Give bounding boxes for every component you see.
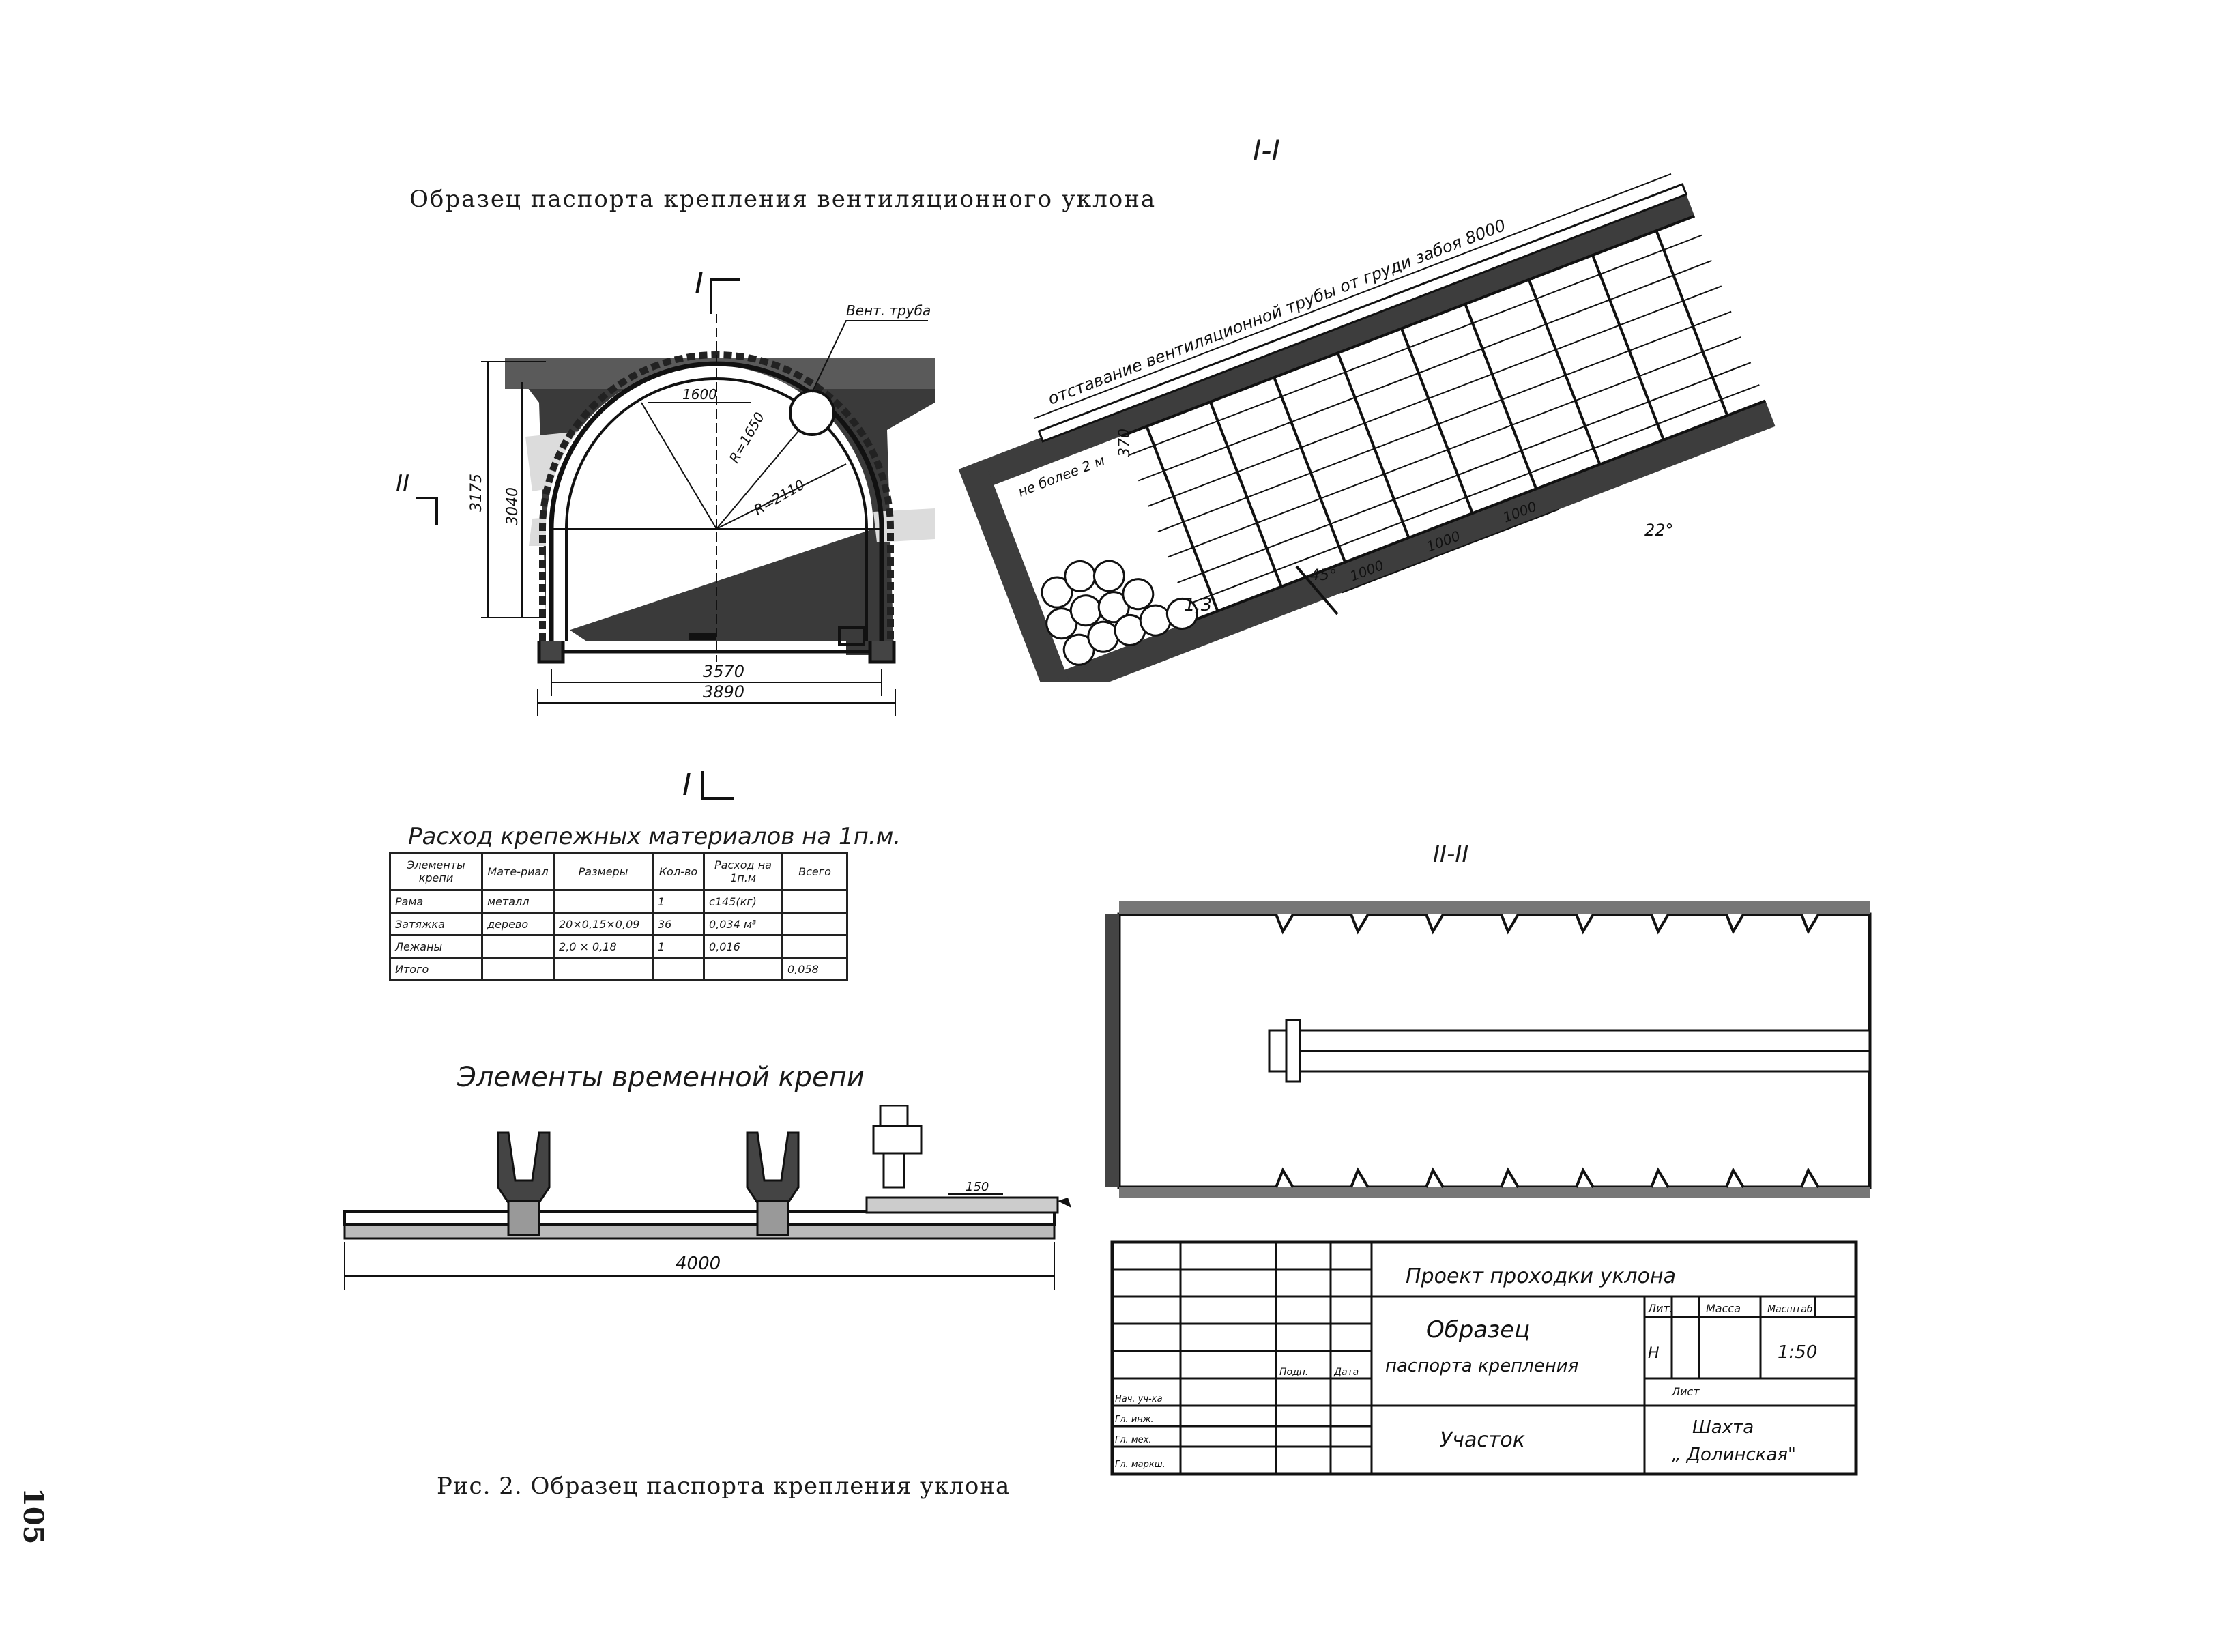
section-ii-title: II-II (1433, 841, 1469, 868)
cell (703, 957, 783, 981)
angle-45: 45° (1310, 567, 1337, 584)
page-title: Образец паспорта крепления вентиляционно… (409, 186, 1157, 213)
cell: Затяжка (389, 912, 483, 936)
cell: 1 (652, 889, 705, 914)
col-header-lit: Лит. (1647, 1302, 1673, 1315)
dim-3040: 3040 (504, 487, 521, 525)
lit-value: Н (1648, 1345, 1660, 1362)
col-header-mass: Масса (1706, 1302, 1741, 1315)
cell (781, 889, 848, 914)
col-header-scale: Масштаб (1767, 1304, 1813, 1315)
cell: 36 (652, 912, 705, 936)
cell (781, 934, 848, 959)
mine-line2: „ Долинская" (1672, 1445, 1796, 1465)
cell (553, 957, 654, 981)
section-mark-bottom: I (682, 768, 734, 802)
dim-4000: 4000 (676, 1254, 721, 1274)
cell: с145(кг) (703, 889, 783, 914)
col-header-total: Всего (781, 852, 848, 891)
page-number: 105 (17, 1488, 49, 1545)
dim-3890: 3890 (703, 682, 744, 701)
section-ii-drawing (1105, 901, 1872, 1198)
cell (481, 957, 555, 981)
cell: Итого (389, 957, 483, 981)
section-mark-top: I (695, 266, 704, 301)
cell (652, 957, 705, 981)
angle-22: 22° (1644, 521, 1674, 540)
section-i-title: I-I (1253, 134, 1280, 167)
dim-370: 370 (1116, 429, 1133, 457)
section-mark-bottom-label: I (682, 768, 691, 802)
sheet-label: Лист (1671, 1385, 1700, 1398)
section-mark-left: II (396, 470, 409, 497)
doc-title-line2: паспорта крепления (1385, 1356, 1578, 1376)
arch-cross-section: I II Вент. труба 1600 R=1650 R=2110 3175… (396, 266, 935, 716)
dim-3175: 3175 (468, 474, 485, 512)
cell: Рама (389, 889, 483, 914)
sign-label: Подп. (1279, 1367, 1308, 1378)
cell: 0,016 (703, 934, 783, 959)
col-header-consumption: Расход на 1п.м (703, 852, 783, 891)
col-header-material: Мате-риал (481, 852, 555, 891)
cell: Лежаны (389, 934, 483, 959)
role-4: Гл. маркш. (1115, 1460, 1165, 1470)
cell: 1 (652, 934, 705, 959)
project-title: Проект проходки уклона (1406, 1264, 1676, 1288)
cell: металл (481, 889, 555, 914)
doc-title-line1: Образец (1426, 1316, 1530, 1344)
role-1: Нач. уч-ка (1115, 1394, 1163, 1404)
table-header-row: Элементы крепи Мате-риал Размеры Кол-во … (389, 852, 848, 891)
unit-label: Участок (1440, 1428, 1525, 1452)
cell: 0,058 (781, 957, 848, 981)
section-i-drawing: отставание вентиляционной трубы от груди… (958, 173, 1776, 682)
table-row: Итого 0,058 (389, 957, 848, 981)
table-row: Затяжка дерево 20×0,15×0,09 36 0,034 м³ (389, 912, 848, 936)
cell (553, 889, 654, 914)
vent-pipe-label: Вент. труба (846, 302, 931, 319)
cell: 0,034 м³ (703, 912, 783, 936)
col-header-size: Размеры (553, 852, 654, 891)
title-block: Проект проходки уклона Образец паспорта … (1110, 1240, 1858, 1476)
cell: 20×0,15×0,09 (553, 912, 654, 936)
col-header-elements: Элементы крепи (389, 852, 483, 891)
date-label: Дата (1333, 1367, 1359, 1378)
table-row: Рама металл 1 с145(кг) (389, 889, 848, 914)
materials-title: Расход крепежных материалов на 1п.м. (408, 823, 901, 850)
dim-150: 150 (966, 1180, 989, 1194)
temporary-support-drawing: 150 4000 (343, 1105, 1071, 1290)
cell (781, 912, 848, 936)
role-2: Гл. инж. (1115, 1415, 1154, 1425)
cell (481, 934, 555, 959)
materials-table: Элементы крепи Мате-риал Размеры Кол-во … (389, 852, 848, 981)
table-row: Лежаны 2,0 × 0,18 1 0,016 (389, 934, 848, 959)
cell: дерево (481, 912, 555, 936)
temporary-support-title: Элементы временной крепи (457, 1062, 865, 1093)
dim-1-3: 1,3 (1184, 595, 1212, 615)
col-header-qty: Кол-во (652, 852, 705, 891)
figure-caption: Рис. 2. Образец паспорта крепления уклон… (437, 1473, 1011, 1500)
mine-line1: Шахта (1692, 1417, 1754, 1438)
cell: 2,0 × 0,18 (553, 934, 654, 959)
dim-1600: 1600 (682, 386, 717, 403)
role-3: Гл. мех. (1115, 1435, 1151, 1445)
scale-value: 1:50 (1778, 1342, 1817, 1363)
dim-3570: 3570 (703, 662, 744, 681)
